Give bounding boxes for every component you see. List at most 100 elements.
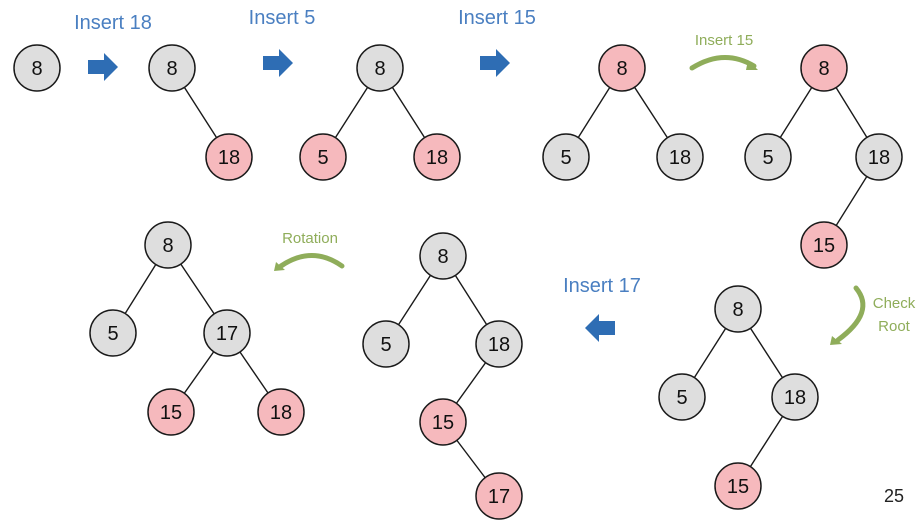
node-value: 5 (762, 147, 773, 169)
tree-node-black: 18 (855, 133, 903, 181)
node-value: 17 (488, 486, 510, 508)
annotation-insert-15: Insert 15 (695, 32, 753, 49)
node-value: 17 (216, 323, 238, 345)
node-circle (89, 309, 137, 357)
tree-node-black: 8 (714, 285, 762, 333)
tree-node-red: 18 (257, 388, 305, 436)
tree-node-red: 8 (598, 44, 646, 92)
node-value: 5 (107, 323, 118, 345)
tree-2: 8 18 (148, 44, 253, 181)
annotation-rotation: Rotation (282, 230, 338, 247)
node-value: 8 (616, 58, 627, 80)
node-value: 18 (784, 387, 806, 409)
tree-4: 8 5 18 (542, 44, 704, 181)
tree-node-red: 15 (419, 398, 467, 446)
node-circle (13, 44, 61, 92)
curved-arrow-icon-check-root (830, 285, 866, 345)
node-circle (714, 462, 762, 510)
tree-node-black: 17 (203, 309, 251, 357)
tree-node-red: 18 (413, 133, 461, 181)
tree-node-black: 5 (744, 133, 792, 181)
node-circle (356, 44, 404, 92)
node-value: 15 (160, 402, 182, 424)
node-value: 8 (374, 58, 385, 80)
tree-3: 8 5 18 (299, 44, 461, 181)
node-circle (413, 133, 461, 181)
node-circle (299, 133, 347, 181)
tree-node-black: 18 (656, 133, 704, 181)
tree-6: 8 5 18 15 (658, 285, 819, 510)
annotation-root: Root (878, 318, 911, 335)
node-circle (800, 44, 848, 92)
node-circle (419, 232, 467, 280)
node-circle (771, 373, 819, 421)
node-value: 15 (727, 476, 749, 498)
tree-node-black: 8 (13, 44, 61, 92)
tree-node-red: 8 (800, 44, 848, 92)
tree-node-black: 5 (542, 133, 590, 181)
tree-node-black: 5 (89, 309, 137, 357)
step-label-insert-18: Insert 18 (74, 12, 152, 34)
curved-arrow-icon-insert-15 (689, 55, 758, 71)
step-label-insert-15: Insert 15 (458, 7, 536, 29)
node-circle (257, 388, 305, 436)
node-circle (598, 44, 646, 92)
node-value: 8 (732, 299, 743, 321)
node-circle (419, 398, 467, 446)
tree-node-red: 17 (475, 472, 523, 520)
curved-arrow-icon-rotation (274, 253, 345, 271)
tree-node-red: 18 (205, 133, 253, 181)
tree-node-red: 15 (800, 221, 848, 269)
node-value: 18 (218, 147, 240, 169)
step-arrow-icon-1 (88, 53, 118, 81)
page-number: 25 (884, 486, 904, 506)
node-circle (147, 388, 195, 436)
tree-5: 8 5 18 15 (744, 44, 903, 269)
tree-node-black: 8 (144, 221, 192, 269)
tree-8: 8 5 17 15 18 (89, 221, 305, 436)
node-value: 15 (813, 235, 835, 257)
step-arrow-icon-2 (263, 49, 293, 77)
node-value: 8 (162, 235, 173, 257)
step-label-insert-17: Insert 17 (563, 275, 641, 297)
node-value: 18 (868, 147, 890, 169)
tree-1: 8 (13, 44, 61, 92)
tree-node-black: 8 (148, 44, 196, 92)
step-label-insert-5: Insert 5 (249, 7, 316, 29)
tree-7-edges (385, 255, 500, 497)
node-circle (475, 472, 523, 520)
step-arrow-icon-3 (480, 49, 510, 77)
node-circle (800, 221, 848, 269)
node-value: 18 (669, 147, 691, 169)
node-value: 8 (818, 58, 829, 80)
node-value: 8 (166, 58, 177, 80)
node-value: 5 (560, 147, 571, 169)
node-circle (542, 133, 590, 181)
tree-node-red: 15 (147, 388, 195, 436)
node-circle (744, 133, 792, 181)
node-circle (148, 44, 196, 92)
node-value: 15 (432, 412, 454, 434)
node-value: 8 (437, 246, 448, 268)
node-circle (362, 320, 410, 368)
node-circle (144, 221, 192, 269)
node-circle (714, 285, 762, 333)
edges-layer (112, 67, 880, 497)
node-value: 18 (488, 334, 510, 356)
tree-node-black: 5 (658, 373, 706, 421)
tree-node-black: 8 (356, 44, 404, 92)
tree-node-black: 18 (771, 373, 819, 421)
node-value: 5 (676, 387, 687, 409)
node-value: 18 (270, 402, 292, 424)
node-circle (855, 133, 903, 181)
node-circle (658, 373, 706, 421)
node-circle (475, 320, 523, 368)
tree-node-red: 15 (714, 462, 762, 510)
tree-node-red: 5 (299, 133, 347, 181)
node-value: 5 (317, 147, 328, 169)
tree-node-black: 8 (419, 232, 467, 280)
